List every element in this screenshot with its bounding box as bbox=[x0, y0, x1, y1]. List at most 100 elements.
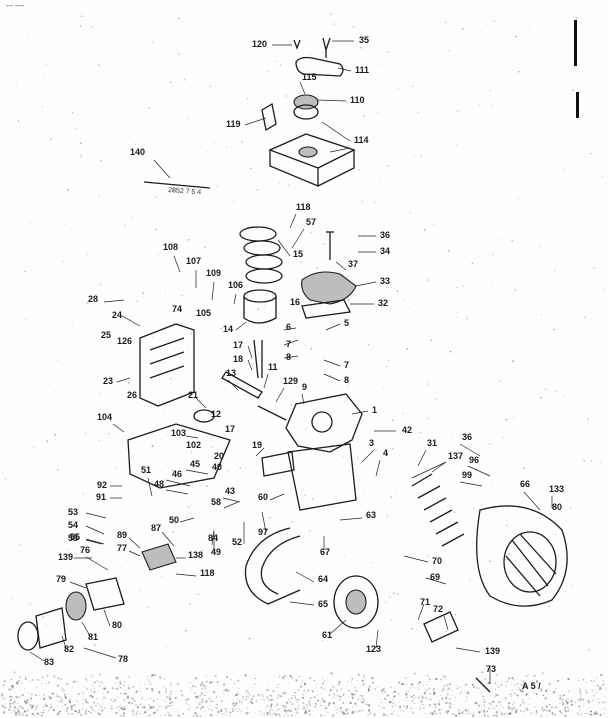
halftone-dot bbox=[216, 673, 218, 675]
noise-speck bbox=[155, 196, 158, 198]
halftone-dot bbox=[76, 700, 79, 703]
halftone-dot bbox=[224, 710, 227, 712]
callout-label: 45 bbox=[190, 459, 200, 469]
halftone-dot bbox=[400, 704, 402, 706]
noise-speck bbox=[382, 444, 384, 446]
halftone-dot bbox=[42, 706, 45, 708]
halftone-dot bbox=[195, 702, 197, 704]
callout-label: 14 bbox=[223, 324, 233, 334]
halftone-dot bbox=[106, 707, 108, 709]
noise-speck bbox=[368, 500, 370, 502]
halftone-dot bbox=[308, 706, 309, 708]
halftone-dot bbox=[143, 706, 146, 709]
halftone-dot bbox=[457, 709, 460, 712]
halftone-dot bbox=[269, 711, 271, 714]
halftone-dot bbox=[223, 683, 226, 686]
halftone-dot bbox=[245, 712, 248, 715]
halftone-dot bbox=[93, 681, 96, 684]
noise-speck bbox=[211, 446, 214, 448]
halftone-dot bbox=[535, 714, 537, 716]
noise-speck bbox=[456, 316, 458, 318]
noise-speck bbox=[453, 489, 455, 492]
halftone-dot bbox=[352, 714, 354, 715]
halftone-dot bbox=[352, 689, 354, 691]
noise-speck bbox=[532, 82, 534, 84]
halftone-dot bbox=[106, 691, 109, 693]
halftone-dot bbox=[519, 689, 523, 692]
noise-speck bbox=[410, 615, 411, 616]
halftone-dot bbox=[551, 713, 554, 715]
noise-speck bbox=[553, 328, 556, 331]
halftone-dot bbox=[233, 705, 236, 707]
noise-speck bbox=[280, 478, 282, 480]
halftone-dot bbox=[201, 688, 204, 690]
halftone-dot bbox=[283, 692, 286, 695]
halftone-dot bbox=[326, 690, 328, 692]
halftone-dot bbox=[84, 712, 86, 714]
halftone-dot bbox=[101, 682, 103, 684]
halftone-dot bbox=[30, 707, 33, 709]
noise-speck bbox=[213, 141, 215, 143]
leader-line bbox=[299, 81, 306, 95]
noise-speck bbox=[44, 73, 46, 75]
halftone-dot bbox=[36, 704, 38, 706]
halftone-dot bbox=[274, 710, 276, 712]
noise-speck bbox=[462, 27, 464, 30]
noise-speck bbox=[397, 593, 399, 595]
noise-speck bbox=[118, 302, 120, 304]
halftone-dot bbox=[278, 695, 281, 697]
noise-speck bbox=[45, 63, 47, 65]
noise-speck bbox=[172, 512, 174, 514]
noise-speck bbox=[130, 216, 133, 218]
halftone-dot bbox=[519, 704, 522, 706]
noise-speck bbox=[572, 89, 574, 92]
halftone-dot bbox=[593, 685, 595, 687]
halftone-dot bbox=[252, 695, 255, 697]
noise-speck bbox=[588, 649, 591, 651]
noise-speck bbox=[71, 324, 74, 326]
halftone-dot bbox=[16, 707, 19, 711]
noise-speck bbox=[9, 506, 11, 508]
halftone-dot bbox=[38, 695, 40, 696]
noise-speck bbox=[561, 194, 563, 196]
halftone-dot bbox=[166, 696, 168, 698]
halftone-dot bbox=[376, 686, 378, 688]
halftone-dot bbox=[185, 703, 187, 705]
halftone-dot bbox=[245, 689, 248, 693]
halftone-dot bbox=[439, 713, 441, 715]
halftone-dot bbox=[492, 690, 493, 692]
noise-speck bbox=[319, 304, 321, 306]
halftone-dot bbox=[49, 699, 51, 701]
noise-speck bbox=[399, 281, 400, 283]
halftone-dot bbox=[511, 683, 512, 685]
halftone-dot bbox=[419, 699, 421, 701]
halftone-dot bbox=[390, 686, 392, 688]
halftone-dot bbox=[248, 712, 250, 714]
halftone-dot bbox=[151, 676, 153, 678]
halftone-dot bbox=[602, 680, 605, 682]
halftone-dot bbox=[362, 683, 365, 686]
halftone-dot bbox=[119, 686, 122, 689]
halftone-dot bbox=[90, 689, 92, 691]
halftone-dot bbox=[43, 697, 46, 700]
callout-label: 13 bbox=[226, 368, 236, 378]
halftone-dot bbox=[498, 702, 499, 704]
halftone-dot bbox=[499, 685, 501, 688]
halftone-dot bbox=[37, 678, 40, 682]
halftone-dot bbox=[86, 701, 89, 704]
halftone-dot bbox=[142, 707, 144, 709]
halftone-dot bbox=[255, 701, 258, 703]
halftone-dot bbox=[130, 710, 132, 711]
noise-speck bbox=[128, 381, 130, 384]
halftone-dot bbox=[221, 700, 223, 702]
halftone-dot bbox=[276, 704, 279, 707]
halftone-dot bbox=[192, 685, 194, 687]
halftone-dot bbox=[95, 711, 97, 713]
noise-speck bbox=[493, 20, 496, 22]
callout-label: 133 bbox=[549, 484, 564, 494]
halftone-dot bbox=[229, 678, 231, 679]
halftone-dot bbox=[423, 692, 426, 695]
halftone-dot bbox=[144, 711, 147, 714]
halftone-dot bbox=[392, 702, 395, 705]
halftone-dot bbox=[494, 682, 497, 685]
